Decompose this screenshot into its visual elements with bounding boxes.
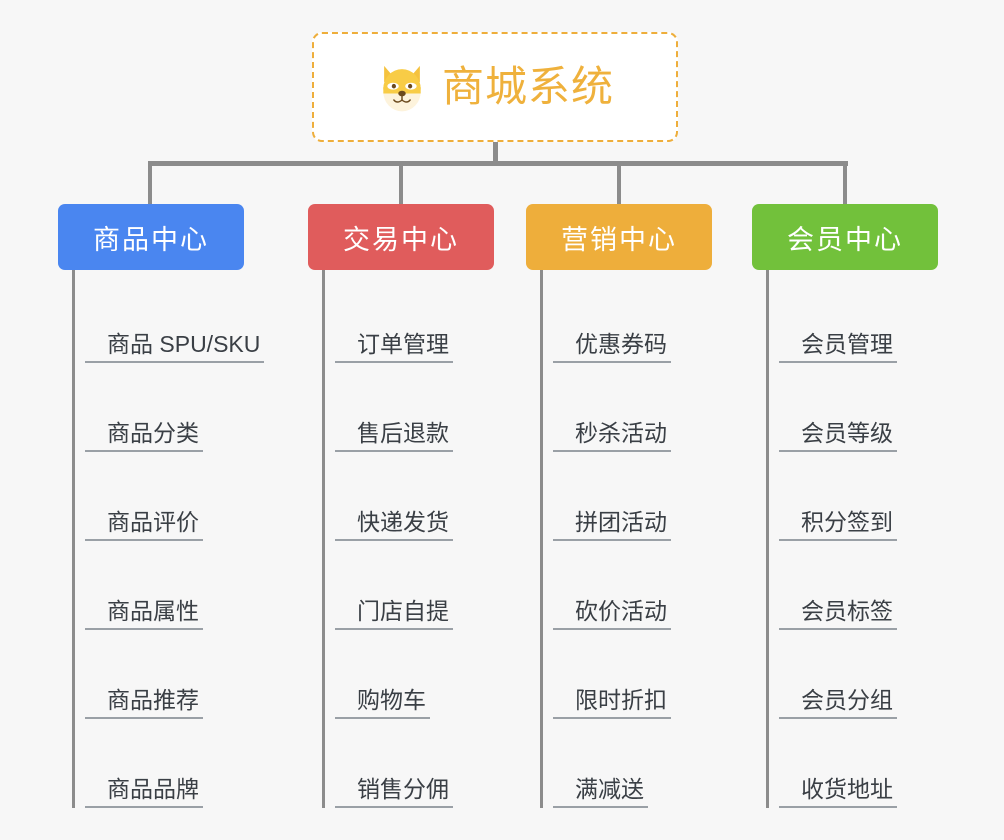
leaf-label: 会员分组	[779, 687, 897, 719]
leaf-label: 订单管理	[335, 331, 453, 363]
list-item[interactable]: 会员等级	[769, 363, 938, 452]
list-item[interactable]: 订单管理	[325, 274, 494, 363]
list-item[interactable]: 商品属性	[75, 541, 244, 630]
dog-face-icon	[376, 61, 428, 113]
column-member-center: 会员中心 会员管理 会员等级 积分签到 会员标签 会员分组 收货地址	[752, 204, 938, 808]
leaf-label: 秒杀活动	[553, 420, 671, 452]
leaf-label: 砍价活动	[553, 598, 671, 630]
leaf-label: 商品推荐	[85, 687, 203, 719]
list-item[interactable]: 会员管理	[769, 274, 938, 363]
leaf-label: 商品 SPU/SKU	[85, 331, 265, 363]
connector-drop-2	[399, 161, 403, 206]
leaf-label: 限时折扣	[553, 687, 671, 719]
leaf-label: 会员等级	[779, 420, 897, 452]
list-item[interactable]: 快递发货	[325, 452, 494, 541]
leaf-label: 会员标签	[779, 598, 897, 630]
leaf-label: 商品分类	[85, 420, 203, 452]
list-item[interactable]: 商品分类	[75, 363, 244, 452]
list-item[interactable]: 购物车	[325, 630, 494, 719]
leaf-list: 会员管理 会员等级 积分签到 会员标签 会员分组 收货地址	[766, 270, 938, 808]
list-item[interactable]: 拼团活动	[543, 452, 712, 541]
connector-drop-4	[843, 161, 847, 206]
leaf-label: 优惠券码	[553, 331, 671, 363]
connector-drop-3	[617, 161, 621, 206]
leaf-list: 商品 SPU/SKU 商品分类 商品评价 商品属性 商品推荐 商品品牌	[72, 270, 265, 808]
category-header-member-center[interactable]: 会员中心	[752, 204, 938, 270]
list-item[interactable]: 砍价活动	[543, 541, 712, 630]
leaf-label: 收货地址	[779, 776, 897, 808]
root-node[interactable]: 商城系统	[312, 32, 678, 142]
category-header-label: 会员中心	[787, 224, 903, 255]
list-item[interactable]: 销售分佣	[325, 719, 494, 808]
list-item[interactable]: 商品品牌	[75, 719, 244, 808]
category-header-trade-center[interactable]: 交易中心	[308, 204, 494, 270]
list-item[interactable]: 售后退款	[325, 363, 494, 452]
list-item[interactable]: 满减送	[543, 719, 712, 808]
list-item[interactable]: 积分签到	[769, 452, 938, 541]
leaf-label: 门店自提	[335, 598, 453, 630]
category-header-label: 营销中心	[561, 224, 677, 255]
list-item[interactable]: 优惠券码	[543, 274, 712, 363]
leaf-label: 商品评价	[85, 509, 203, 541]
leaf-label: 销售分佣	[335, 776, 453, 808]
list-item[interactable]: 商品评价	[75, 452, 244, 541]
leaf-label: 积分签到	[779, 509, 897, 541]
category-header-label: 交易中心	[343, 224, 459, 255]
leaf-list: 优惠券码 秒杀活动 拼团活动 砍价活动 限时折扣 满减送	[540, 270, 712, 808]
leaf-label: 售后退款	[335, 420, 453, 452]
list-item[interactable]: 商品 SPU/SKU	[75, 274, 265, 363]
root-title: 商城系统	[441, 63, 614, 110]
list-item[interactable]: 限时折扣	[543, 630, 712, 719]
list-item[interactable]: 商品推荐	[75, 630, 244, 719]
list-item[interactable]: 会员分组	[769, 630, 938, 719]
category-header-product-center[interactable]: 商品中心	[58, 204, 244, 270]
list-item[interactable]: 收货地址	[769, 719, 938, 808]
leaf-label: 满减送	[553, 776, 648, 808]
leaf-label: 购物车	[335, 687, 430, 719]
list-item[interactable]: 门店自提	[325, 541, 494, 630]
category-header-marketing-center[interactable]: 营销中心	[526, 204, 712, 270]
leaf-label: 商品品牌	[85, 776, 203, 808]
leaf-label: 快递发货	[335, 509, 453, 541]
list-item[interactable]: 会员标签	[769, 541, 938, 630]
column-marketing-center: 营销中心 优惠券码 秒杀活动 拼团活动 砍价活动 限时折扣 满减送	[526, 204, 712, 808]
connector-bus	[148, 161, 848, 166]
list-item[interactable]: 秒杀活动	[543, 363, 712, 452]
connector-drop-1	[148, 161, 152, 206]
leaf-list: 订单管理 售后退款 快递发货 门店自提 购物车 销售分佣	[322, 270, 494, 808]
category-header-label: 商品中心	[93, 224, 209, 255]
column-trade-center: 交易中心 订单管理 售后退款 快递发货 门店自提 购物车 销售分佣	[308, 204, 494, 808]
leaf-label: 商品属性	[85, 598, 203, 630]
leaf-label: 拼团活动	[553, 509, 671, 541]
column-product-center: 商品中心 商品 SPU/SKU 商品分类 商品评价 商品属性 商品推荐 商品品牌	[58, 204, 265, 808]
connector-root-stem	[493, 142, 498, 165]
leaf-label: 会员管理	[779, 331, 897, 363]
